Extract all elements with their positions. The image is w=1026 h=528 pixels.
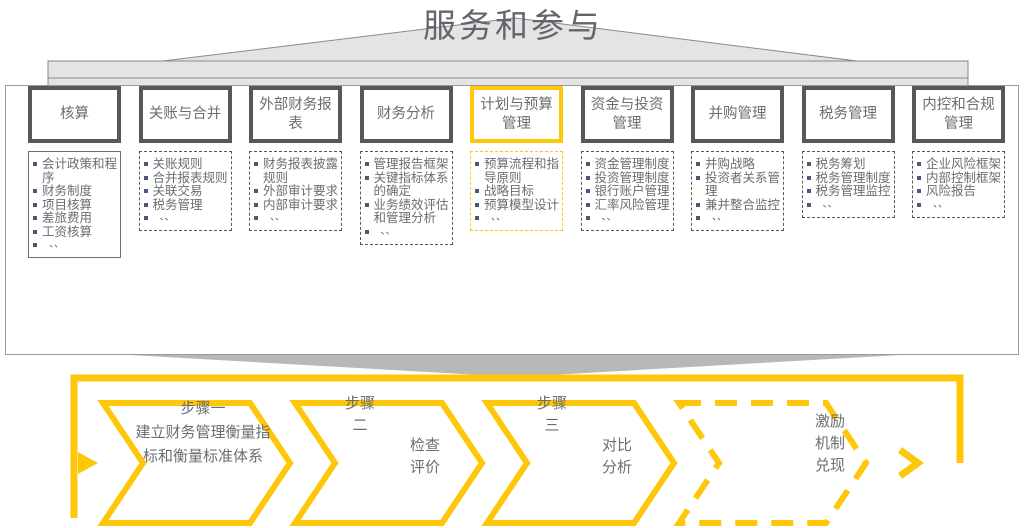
list-item-ellipsis: 、、 [584,211,670,225]
column-items-2: 关账规则合并报表规则关联交易税务管理、、 [138,151,232,231]
step-chevron-3 [481,400,678,526]
item-list: 财务报表披露规则外部审计要求内部审计要求、、 [252,157,338,225]
column-items-1: 会计政策和程序财务制度项目核算差旅费用工资核算、、 [28,151,121,258]
item-list: 关账规则合并报表规则关联交易税务管理、、 [142,157,228,225]
list-item: 工资核算 [31,224,117,239]
capability-column: 计划与预算管理预算流程和指导原则战略目标预算模型设计、、 [470,86,563,231]
list-item-ellipsis: 、、 [694,211,780,225]
process-flow: 步骤一 建立财务管理衡量指 标和衡量标准体系 步骤 二 检查 评价 步骤 三 对… [0,368,1026,528]
list-item: 外部审计要求 [252,184,338,198]
list-item: 关账规则 [142,157,228,171]
item-list: 管理报告框架关键指标体系的确定业务绩效评估和管理分析、、 [363,157,449,239]
list-item: 汇率风险管理 [584,197,670,212]
item-list: 税务筹划税务管理制度税务管理监控、、 [805,157,891,212]
capability-column: 内控和合规管理企业风险框架内部控制框架风险报告、、 [912,86,1005,218]
loop-tail-chevron-icon [897,447,924,479]
capability-panel: 核算会计政策和程序财务制度项目核算差旅费用工资核算、、关账与合并关账规则合并报表… [5,85,1019,355]
list-item: 银行账户管理 [584,184,670,198]
list-item: 财务报表披露规则 [252,157,338,184]
item-list: 预算流程和指导原则战略目标预算模型设计、、 [473,157,559,225]
list-item: 税务管理监控 [805,184,891,198]
list-item-ellipsis: 、、 [31,238,117,252]
capability-column: 关账与合并关账规则合并报表规则关联交易税务管理、、 [138,86,232,231]
column-items-6: 资金管理制度投资管理制度银行账户管理汇率风险管理、、 [580,151,674,231]
list-item: 企业风险框架 [915,157,1001,171]
column-items-7: 并购战略投资者关系管理兼并整合监控、、 [691,151,784,231]
list-item: 会计政策和程序 [31,157,117,184]
list-item: 关键指标体系的确定 [363,170,449,198]
column-header-9[interactable]: 内控和合规管理 [912,86,1005,143]
column-header-6[interactable]: 资金与投资管理 [580,86,674,143]
column-items-3: 财务报表披露规则外部审计要求内部审计要求、、 [249,151,342,231]
list-item: 预算流程和指导原则 [473,157,559,184]
list-item: 兼并整合监控 [694,197,780,212]
list-item: 税务管理制度 [805,170,891,185]
column-header-7[interactable]: 并购管理 [691,86,784,143]
list-item-ellipsis: 、、 [142,211,228,225]
list-item: 投资管理制度 [584,170,670,185]
item-list: 并购战略投资者关系管理兼并整合监控、、 [694,157,780,225]
item-list: 企业风险框架内部控制框架风险报告、、 [915,157,1001,212]
capability-column: 财务分析管理报告框架关键指标体系的确定业务绩效评估和管理分析、、 [359,86,453,245]
capability-columns: 核算会计政策和程序财务制度项目核算差旅费用工资核算、、关账与合并关账规则合并报表… [6,86,1020,356]
list-item: 内部控制框架 [915,170,1001,185]
step-chevron-1 [97,400,294,526]
item-list: 会计政策和程序财务制度项目核算差旅费用工资核算、、 [31,157,117,252]
list-item: 预算模型设计 [473,197,559,212]
title-banner [47,17,969,86]
list-item: 项目核算 [31,197,117,212]
step-chevron-2 [289,400,486,526]
list-item: 税务管理 [142,197,228,212]
column-items-9: 企业风险框架内部控制框架风险报告、、 [912,151,1005,218]
list-item: 战略目标 [473,184,559,198]
list-item: 差旅费用 [31,211,117,225]
loop-arrowhead-icon [78,452,98,474]
panel-to-flow-connector [130,355,900,377]
capability-column: 税务管理税务筹划税务管理制度税务管理监控、、 [801,86,895,218]
capability-column: 资金与投资管理资金管理制度投资管理制度银行账户管理汇率风险管理、、 [580,86,674,231]
list-item: 风险报告 [915,184,1001,198]
list-item-ellipsis: 、、 [363,225,449,239]
list-item: 资金管理制度 [584,157,670,171]
list-item-ellipsis: 、、 [473,211,559,225]
column-items-4: 管理报告框架关键指标体系的确定业务绩效评估和管理分析、、 [359,151,453,245]
list-item: 并购战略 [694,157,780,171]
column-header-2[interactable]: 关账与合并 [138,86,232,143]
list-item-ellipsis: 、、 [252,211,338,225]
column-header-4[interactable]: 财务分析 [359,86,453,143]
list-item: 内部审计要求 [252,197,338,212]
column-header-5[interactable]: 计划与预算管理 [470,86,563,143]
step-chevron-4 [673,400,870,526]
list-item: 财务制度 [31,184,117,198]
capability-column: 并购管理并购战略投资者关系管理兼并整合监控、、 [691,86,784,231]
list-item: 税务筹划 [805,157,891,171]
list-item-ellipsis: 、、 [915,198,1001,212]
list-item: 管理报告框架 [363,157,449,171]
capability-column: 核算会计政策和程序财务制度项目核算差旅费用工资核算、、 [28,86,121,258]
list-item: 关联交易 [142,184,228,198]
capability-column: 外部财务报表财务报表披露规则外部审计要求内部审计要求、、 [249,86,342,231]
list-item-ellipsis: 、、 [805,198,891,212]
column-items-8: 税务筹划税务管理制度税务管理监控、、 [801,151,895,218]
list-item: 投资者关系管理 [694,170,780,198]
column-header-8[interactable]: 税务管理 [801,86,895,143]
item-list: 资金管理制度投资管理制度银行账户管理汇率风险管理、、 [584,157,670,225]
list-item: 合并报表规则 [142,170,228,185]
column-header-1[interactable]: 核算 [28,86,121,143]
list-item: 业务绩效评估和管理分析 [363,197,449,225]
process-flow-graphics [70,374,964,526]
column-header-3[interactable]: 外部财务报表 [249,86,342,143]
page-title: 服务和参与 [423,6,603,45]
column-items-5: 预算流程和指导原则战略目标预算模型设计、、 [470,151,563,231]
